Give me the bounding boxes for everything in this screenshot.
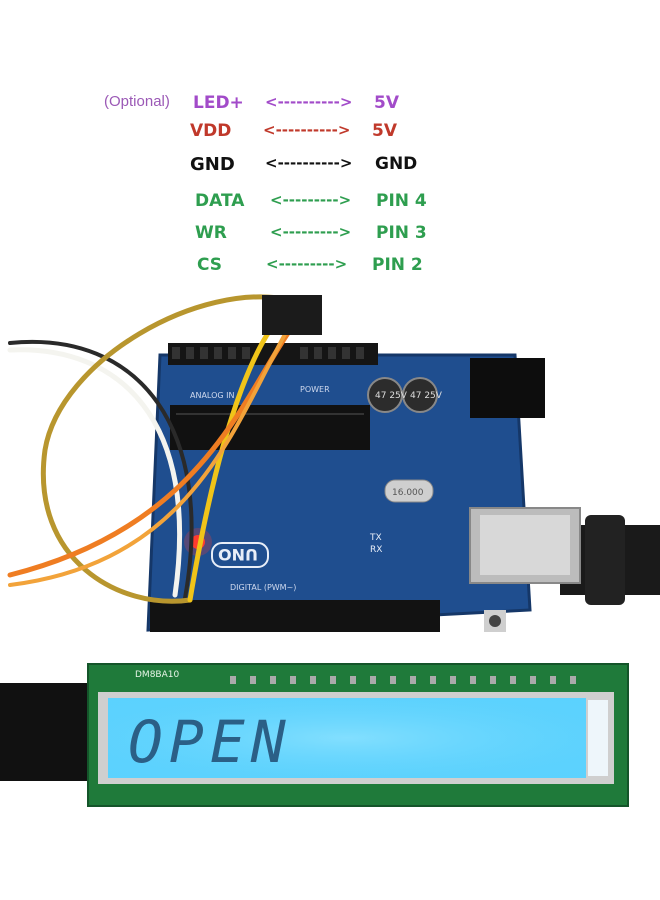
legend-label-data: DATA: [195, 191, 245, 211]
silk-power: POWER: [300, 385, 330, 394]
hardware-photo: 47 25V 47 25V 16.000 UNO TX RX ANALOG IN…: [0, 294, 660, 807]
lcd-model-label: DM8BA10: [135, 670, 179, 680]
crystal-label: 16.000: [392, 488, 424, 498]
uno-logo: UNO: [211, 542, 269, 568]
legend-arrow-wr: <--------->: [270, 223, 352, 241]
legend-target-vdd: 5V: [372, 121, 397, 141]
arduino-board: 47 25V 47 25V 16.000 UNO TX RX ANALOG IN…: [146, 343, 581, 632]
legend-label-cs: CS: [197, 255, 223, 275]
legend-target-led: 5V: [374, 93, 399, 113]
legend-target-wr: PIN 3: [376, 223, 427, 243]
legend-arrow-gnd: <---------->: [265, 154, 353, 172]
legend-arrow-led: <---------->: [265, 93, 353, 111]
legend-label-wr: WR: [195, 223, 227, 243]
rx-label: RX: [370, 545, 382, 555]
lcd-module: DM8BA10 OPEN: [0, 663, 629, 807]
legend-arrow-vdd: <---------->: [263, 121, 351, 139]
legend-target-gnd: GND: [375, 154, 418, 174]
capacitor-2-label: 47 25V: [410, 391, 443, 401]
legend-label-gnd: GND: [190, 154, 235, 175]
legend-arrow-cs: <--------->: [266, 255, 348, 273]
svg-text:UNO: UNO: [218, 545, 258, 564]
pin-legend: (Optional) LED+ <----------> 5V VDD <---…: [0, 0, 660, 290]
lcd-display-text: OPEN: [128, 708, 292, 776]
tx-label: TX: [369, 533, 382, 543]
legend-label-led: LED+: [193, 93, 244, 113]
legend-arrow-data: <--------->: [270, 191, 352, 209]
silk-analog-in: ANALOG IN: [190, 391, 235, 400]
legend-target-data: PIN 4: [376, 191, 427, 211]
legend-target-cs: PIN 2: [372, 255, 423, 275]
legend-label-vdd: VDD: [190, 121, 232, 141]
silk-digital: DIGITAL (PWM~): [230, 583, 296, 592]
optional-note: (Optional): [104, 93, 170, 110]
capacitor-1-label: 47 25V: [375, 391, 408, 401]
header-connector: [262, 295, 322, 335]
